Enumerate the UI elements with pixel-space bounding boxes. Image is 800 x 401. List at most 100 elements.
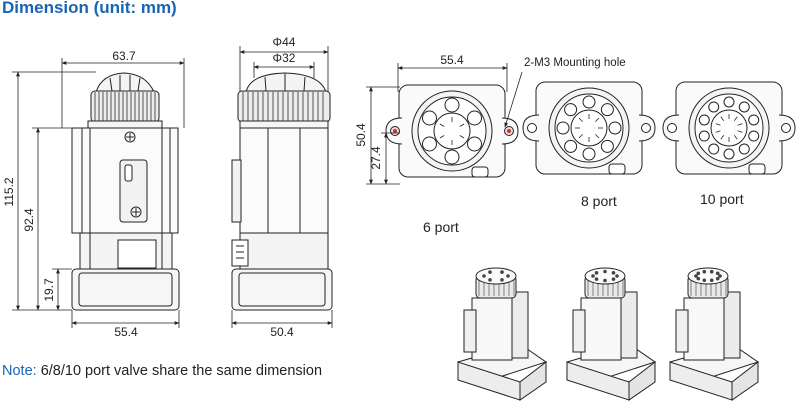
port-hole	[708, 143, 720, 155]
center-tick	[578, 117, 583, 122]
note-label: Note:	[2, 363, 37, 379]
port-hole	[564, 103, 578, 117]
center-tick	[439, 123, 445, 127]
port-hole	[564, 139, 578, 153]
side-outer-diameter-label: Φ44	[273, 35, 296, 49]
port-hole	[582, 147, 596, 161]
side-view-labels: Φ44 Φ32 50.4	[270, 35, 295, 339]
port-hole	[738, 101, 750, 113]
iso-port-dot	[715, 271, 720, 276]
top-height-label: 50.4	[354, 123, 368, 147]
iso-port-dot	[718, 274, 722, 278]
port-label-8: 8 port	[581, 193, 617, 209]
center-tick	[720, 135, 725, 140]
iso-body	[471, 297, 513, 361]
center-tick	[720, 116, 725, 121]
port-hole	[600, 139, 614, 153]
isometric-view-6-port	[456, 267, 548, 401]
port-hole	[698, 114, 710, 126]
center-tick	[715, 130, 721, 133]
center-tick	[733, 135, 738, 140]
port-label-6: 6 port	[423, 219, 459, 235]
front-bottom-width-label: 55.4	[114, 325, 138, 339]
top-views	[385, 81, 796, 178]
iso-port-dot	[500, 278, 504, 282]
iso-port-dot	[611, 271, 616, 275]
iso-side-plate	[463, 309, 477, 353]
knob-center	[710, 109, 748, 147]
port-hole	[748, 130, 760, 142]
port-hole	[738, 143, 750, 155]
note-text: 6/8/10 port valve share the same dimensi…	[40, 363, 323, 379]
isometric-views	[456, 267, 760, 401]
iso-port-dot	[594, 277, 599, 281]
port-hole	[421, 136, 437, 152]
center-tick	[737, 123, 743, 126]
iso-port-dot	[482, 274, 486, 278]
iso-base-side	[628, 360, 656, 401]
center-tick	[459, 135, 465, 139]
iso-port-dot	[702, 278, 707, 283]
iso-port-dot	[500, 270, 504, 274]
center-tick	[595, 117, 600, 122]
iso-port-dot	[694, 274, 698, 278]
center-tick	[733, 116, 738, 121]
side-view	[231, 46, 333, 328]
top-view-6-port	[385, 84, 519, 178]
knob-center	[433, 112, 471, 150]
port-hole	[421, 110, 437, 126]
center-tick	[578, 134, 583, 139]
iso-port-dot	[696, 276, 701, 281]
center-tick	[595, 134, 600, 139]
top-half-height-label: 27.4	[369, 146, 383, 170]
latch-tab	[608, 163, 626, 175]
mounting-hole-mark	[393, 129, 397, 133]
page-heading: Dimension (unit: mm)	[2, 0, 177, 17]
port-hole	[467, 136, 483, 152]
center-tick	[439, 135, 445, 139]
latch-tab	[748, 163, 766, 175]
front-top-width-label: 63.7	[112, 49, 136, 63]
port-hole	[723, 96, 735, 108]
iso-body	[580, 297, 622, 361]
front-total-height-label: 115.2	[2, 177, 16, 206]
port-hole	[698, 130, 710, 142]
knob-center	[570, 109, 608, 147]
center-tick	[715, 123, 721, 126]
port-hole	[556, 121, 570, 135]
center-tick	[737, 130, 743, 133]
isometric-view-10-port	[668, 267, 760, 401]
iso-side-plate	[675, 309, 689, 353]
iso-port-dot	[488, 278, 492, 282]
iso-port-dot	[615, 274, 619, 278]
iso-body-side	[723, 291, 741, 359]
iso-body	[683, 297, 725, 361]
iso-base-side	[731, 360, 759, 401]
port-hole	[444, 149, 460, 165]
iso-port-dot	[603, 278, 607, 283]
latch-tab	[471, 166, 489, 178]
mounting-hole	[641, 123, 651, 133]
port-hole	[723, 148, 735, 160]
port-hole	[708, 101, 720, 113]
iso-body-side	[620, 291, 638, 359]
iso-port-dot	[594, 271, 599, 275]
top-width-label: 55.4	[440, 53, 464, 67]
mounting-hole	[781, 123, 791, 133]
iso-side-plate	[572, 309, 586, 353]
iso-port-dot	[709, 278, 714, 283]
mounting-hole-mark	[507, 129, 511, 133]
mounting-hole-label: 2-M3 Mounting hole	[524, 57, 626, 69]
iso-port-dot	[715, 276, 720, 281]
iso-base-side	[519, 360, 547, 401]
top-view-10-port	[662, 81, 796, 175]
port-hole	[444, 97, 460, 113]
iso-port-dot	[702, 269, 707, 274]
front-view-labels: 63.7 115.2 92.4 19.7 55.4	[2, 49, 138, 339]
port-hole	[608, 121, 622, 135]
iso-port-dot	[591, 274, 595, 278]
port-hole	[467, 110, 483, 126]
iso-port-dot	[611, 277, 616, 281]
iso-port-dot	[603, 269, 607, 274]
